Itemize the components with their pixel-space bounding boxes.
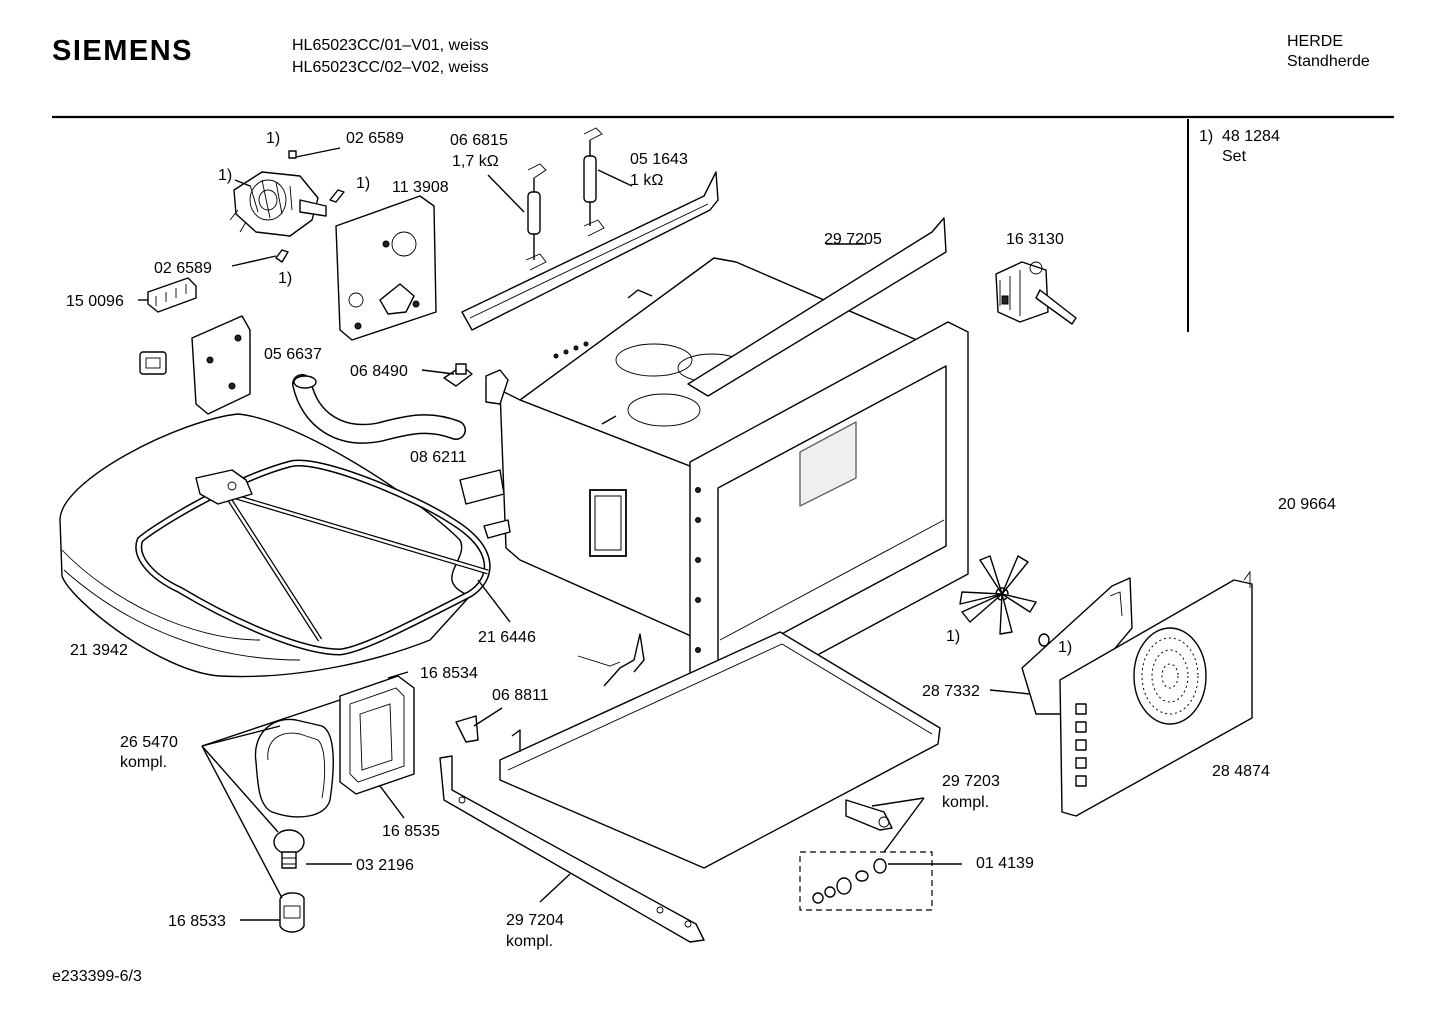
resistance-label: 1 kΩ [630, 172, 663, 189]
legend-description: Set [1222, 148, 1247, 165]
small-parts [812, 858, 887, 904]
part-number-label: 08 6211 [410, 449, 467, 466]
note-marker: 1) [1058, 639, 1072, 656]
oven-switch [995, 261, 1077, 325]
insulation-mat [59, 413, 471, 678]
model-line-1: HL65023CC/01–V01, weiss [292, 37, 489, 54]
fan-wheel [959, 555, 1037, 635]
lamp-cover [254, 718, 334, 818]
leader-line [597, 169, 633, 187]
drawing-id: e233399-6/3 [52, 968, 142, 985]
clip-part [329, 189, 345, 203]
leader-line [487, 174, 525, 213]
convection-fan-motor [229, 171, 327, 237]
hinge-assembly [845, 799, 893, 831]
rear-fan-cover [1059, 570, 1253, 817]
leader-line [473, 707, 503, 727]
part-number-label: 06 6815 [450, 132, 508, 149]
leader-line [989, 689, 1031, 695]
leader-line [421, 369, 455, 375]
resistor-1k [583, 127, 605, 237]
legend-marker: 1) [1199, 128, 1213, 145]
mounting-bracket [191, 315, 251, 415]
leader-line [234, 179, 251, 187]
rear-panel-gasket [1021, 577, 1133, 715]
subcategory-label: Standherde [1287, 53, 1370, 70]
part-number-label: 05 1643 [630, 151, 688, 168]
part-number-label: 29 7205 [824, 231, 882, 248]
cross-bar [687, 217, 947, 397]
oven-cavity [459, 257, 969, 717]
part-number-label: 06 8490 [350, 363, 408, 380]
leader-line [295, 147, 341, 158]
lamp-bulb [273, 829, 305, 869]
kompl-label: kompl. [942, 794, 989, 811]
leader-line [871, 797, 925, 807]
part-number-label: 29 7204 [506, 912, 564, 929]
leader-line [477, 579, 511, 623]
part-number-label: 15 0096 [66, 293, 124, 310]
resistor-1-7k [525, 163, 547, 271]
terminal-block [147, 277, 197, 313]
ring-heating-element [135, 459, 491, 656]
note-marker: 1) [218, 167, 232, 184]
part-number-label: 06 8811 [492, 687, 549, 704]
part-number-label: 21 3942 [70, 642, 128, 659]
connector-plug [139, 351, 167, 375]
leader-line [883, 797, 925, 853]
note-marker: 1) [356, 175, 370, 192]
lamp-gasket [339, 675, 415, 795]
legend-part-number: 48 1284 [1222, 128, 1280, 145]
resistance-label: 1,7 kΩ [452, 153, 499, 170]
part-number-label: 02 6589 [346, 130, 404, 147]
clip-part [275, 249, 289, 263]
part-number-label: 16 8534 [420, 665, 478, 682]
note-marker: 1) [278, 270, 292, 287]
part-number-label: 21 6446 [478, 629, 536, 646]
part-number-label: 29 7203 [942, 773, 1000, 790]
leader-line [387, 671, 409, 679]
part-number-label: 20 9664 [1278, 496, 1336, 513]
part-number-label: 02 6589 [154, 260, 212, 277]
kompl-label: kompl. [120, 754, 167, 771]
category-label: HERDE [1287, 33, 1343, 50]
lamp-leaders [201, 699, 341, 899]
front-rail [439, 755, 705, 943]
part-number-label: 16 8533 [168, 913, 226, 930]
note-marker: 1) [266, 130, 280, 147]
small-parts-box [799, 851, 933, 911]
part-number-label: 16 3130 [1006, 231, 1064, 248]
steam-hose [292, 374, 466, 444]
part-number-label: 11 3908 [392, 179, 449, 196]
part-number-label: 05 6637 [264, 346, 322, 363]
model-line-2: HL65023CC/02–V02, weiss [292, 59, 489, 76]
part-number-label: 03 2196 [356, 857, 414, 874]
part-number-label: 28 7332 [922, 683, 980, 700]
kompl-label: kompl. [506, 933, 553, 950]
bottom-tray [499, 631, 941, 869]
fan-nut [1038, 633, 1050, 647]
part-number-label: 01 4139 [976, 855, 1034, 872]
part-number-label: 28 4874 [1212, 763, 1270, 780]
mounting-clip [455, 715, 479, 743]
temperature-sensor [443, 363, 473, 387]
fan-bracket-plate [335, 195, 437, 341]
leader-line [539, 873, 571, 903]
brand-logo: SIEMENS [52, 35, 193, 67]
part-number-label: 26 5470 [120, 734, 178, 751]
clip-part [288, 150, 297, 159]
top-rail [461, 171, 719, 331]
note-marker: 1) [946, 628, 960, 645]
leader-line [231, 255, 277, 267]
leader-line [379, 785, 405, 819]
part-number-label: 16 8535 [382, 823, 440, 840]
lamp-socket [279, 892, 305, 933]
